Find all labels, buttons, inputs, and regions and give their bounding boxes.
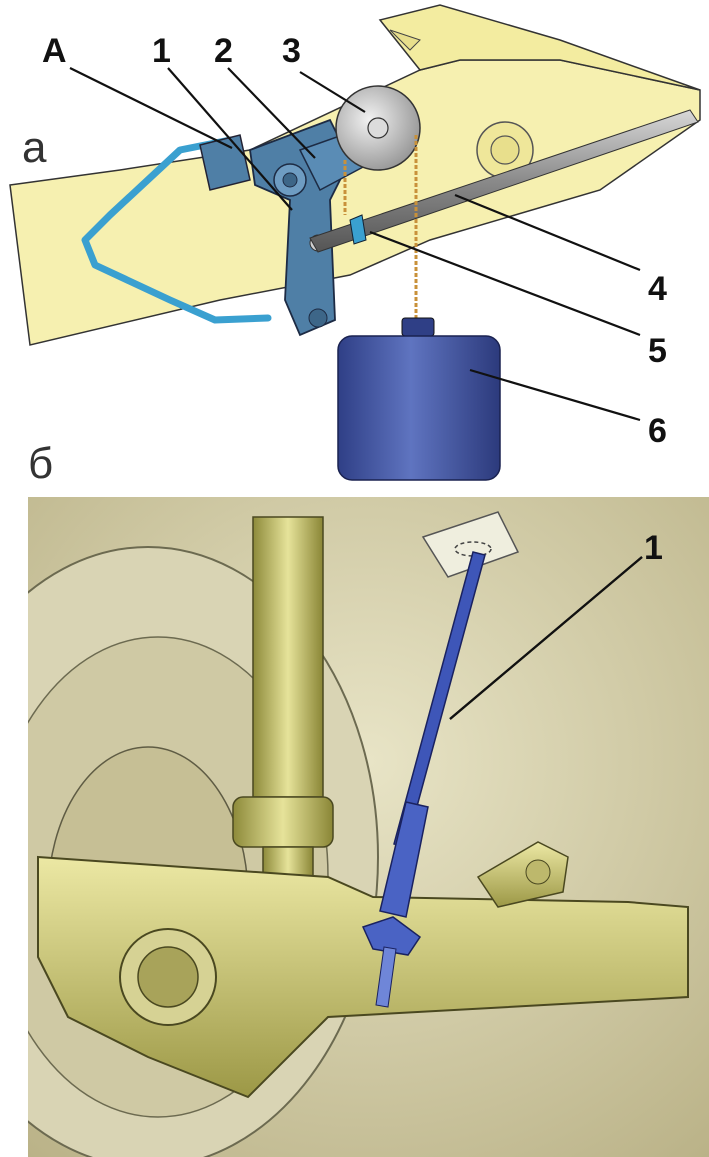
regulator-sleeve: [379, 801, 429, 918]
weight-cap: [401, 317, 435, 337]
lower-eye: [308, 308, 328, 328]
axle-beam: [37, 855, 689, 1099]
diagram-panel-a: а A 1 2 3 4 5 6 б: [9, 4, 701, 488]
cyan-bracket: [81, 136, 272, 324]
leader-lines-a: [69, 67, 641, 422]
callout-5: 5: [648, 332, 667, 370]
callout-b-1: 1: [644, 529, 663, 567]
mount-plate-a: [199, 134, 251, 191]
panel-a-letter: а: [22, 123, 47, 172]
callout-3: 3: [282, 32, 301, 70]
diagram-panel-b: 1: [28, 497, 709, 1157]
clip-5: [349, 214, 367, 245]
leader-line-b-core: [449, 556, 643, 720]
weight-6: [337, 335, 501, 481]
callout-2: 2: [214, 32, 233, 70]
panel-b-letter: б: [28, 439, 53, 488]
top-mount-plate: [421, 511, 520, 578]
upper-bracket: [476, 841, 569, 908]
callout-1: 1: [152, 32, 171, 70]
shock-absorber: [232, 516, 334, 908]
rod-4: [309, 109, 699, 253]
callout-A: A: [42, 32, 67, 70]
callout-6: 6: [648, 412, 667, 450]
regulator-clamp: [361, 916, 422, 956]
regulator-thread: [375, 946, 397, 1008]
callout-4: 4: [648, 270, 667, 308]
vehicle-body-beam: [9, 4, 701, 346]
